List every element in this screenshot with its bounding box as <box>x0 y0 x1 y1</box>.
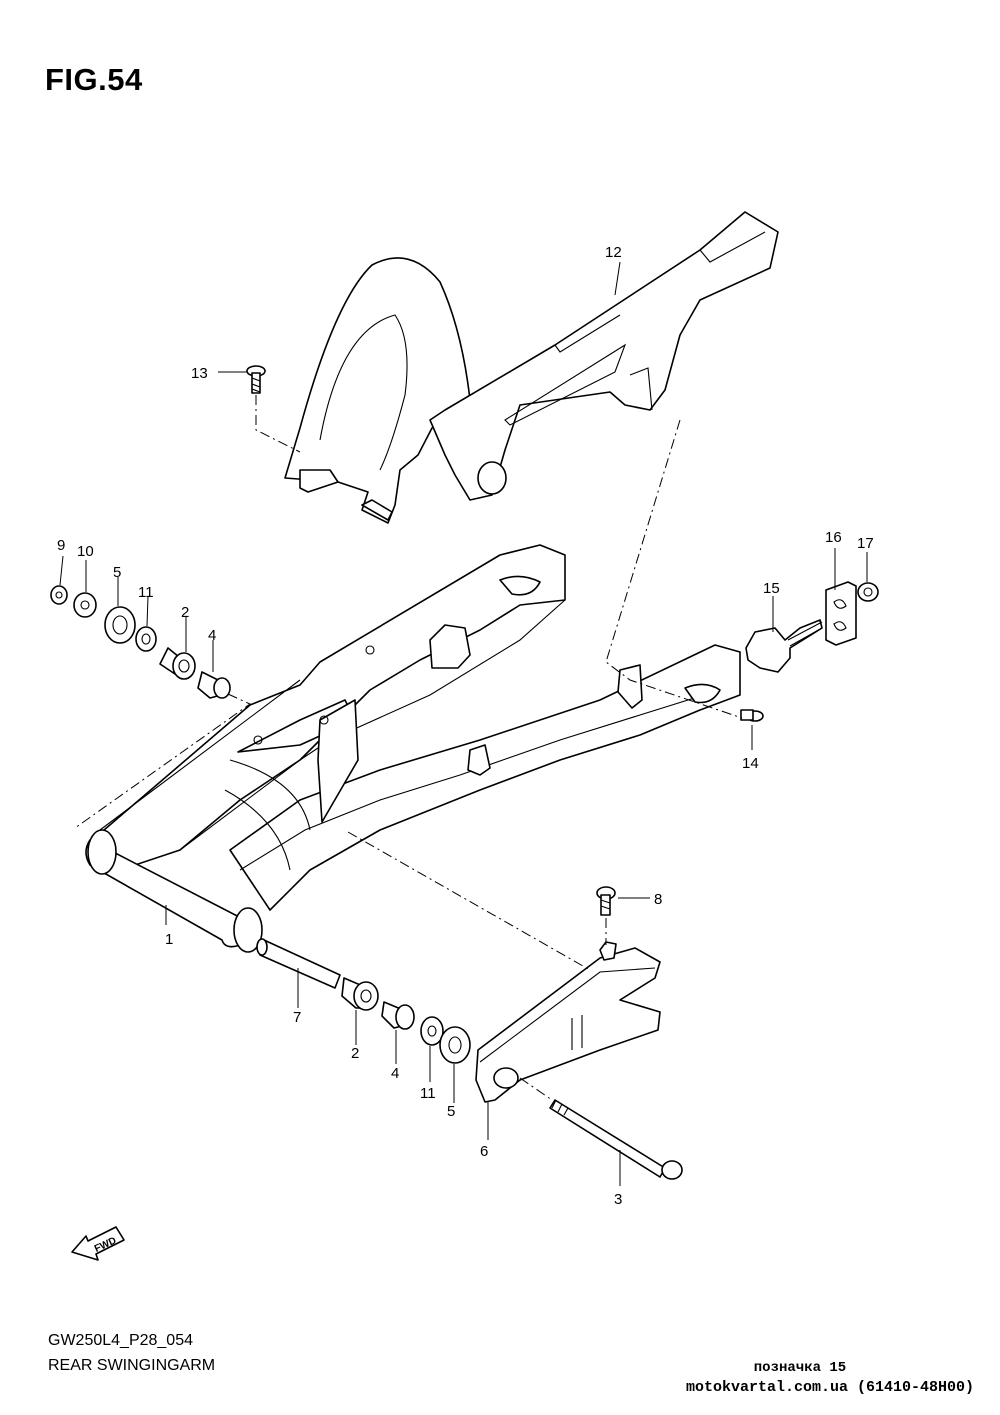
part-5-dust-seal[interactable] <box>104 606 136 644</box>
callout-6: 6 <box>480 1143 488 1160</box>
callout-4: 4 <box>208 627 216 644</box>
part-9-nut[interactable] <box>50 585 68 605</box>
fwd-arrow-icon: FWD <box>71 1226 125 1261</box>
stamp-note: позначка 15 <box>753 1360 847 1376</box>
callout-12: 12 <box>605 244 622 261</box>
part-5-dust-seal-lower[interactable] <box>439 1026 471 1064</box>
diagram-caption: REAR SWINGINGARM <box>48 1357 216 1374</box>
callout-8: 8 <box>654 891 662 908</box>
diagram-code: GW250L4_P28_054 <box>48 1332 193 1349</box>
callout-4-lower: 4 <box>391 1065 399 1082</box>
part-3-bolt[interactable] <box>549 1099 683 1180</box>
part-11-washer[interactable] <box>135 626 157 652</box>
part-2-bearing[interactable] <box>159 647 196 680</box>
site-reference: motokvartal.com.ua (61410-48H00) <box>685 1379 974 1396</box>
callout-7: 7 <box>293 1009 301 1026</box>
part-8-screw[interactable] <box>596 886 616 916</box>
callout-11: 11 <box>138 584 154 601</box>
callout-10: 10 <box>77 543 94 560</box>
part-7-pivot-shaft[interactable] <box>256 938 341 989</box>
callout-13: 13 <box>191 365 208 382</box>
callout-16: 16 <box>825 529 842 546</box>
part-12-chain-case[interactable] <box>284 211 779 524</box>
part-10-washer[interactable] <box>73 592 97 618</box>
figure-title: FIG.54 <box>45 62 143 97</box>
callout-5-lower: 5 <box>447 1103 455 1120</box>
part-15-chain-adjuster[interactable] <box>745 619 823 673</box>
part-2-bearing-lower[interactable] <box>341 977 379 1011</box>
part-14-bolt[interactable] <box>740 709 764 722</box>
callout-15: 15 <box>763 580 780 597</box>
part-13-screw[interactable] <box>246 365 266 394</box>
part-17-nut[interactable] <box>857 582 879 602</box>
part-4-spacer-lower[interactable] <box>381 1001 415 1030</box>
callout-2-lower: 2 <box>351 1045 359 1062</box>
callout-11-lower: 11 <box>420 1085 436 1102</box>
part-16-adjuster-plate[interactable] <box>825 581 857 646</box>
part-1-swingarm[interactable] <box>85 544 741 953</box>
callout-14: 14 <box>742 755 759 772</box>
callout-2: 2 <box>181 604 189 621</box>
callout-3: 3 <box>614 1191 622 1208</box>
callout-17: 17 <box>857 535 874 552</box>
part-6-chain-buffer[interactable] <box>475 941 661 1103</box>
part-11-washer-lower[interactable] <box>420 1016 444 1046</box>
part-4-spacer[interactable] <box>197 671 231 699</box>
callout-9: 9 <box>57 537 65 554</box>
callout-1: 1 <box>165 931 173 948</box>
callout-5: 5 <box>113 564 121 581</box>
